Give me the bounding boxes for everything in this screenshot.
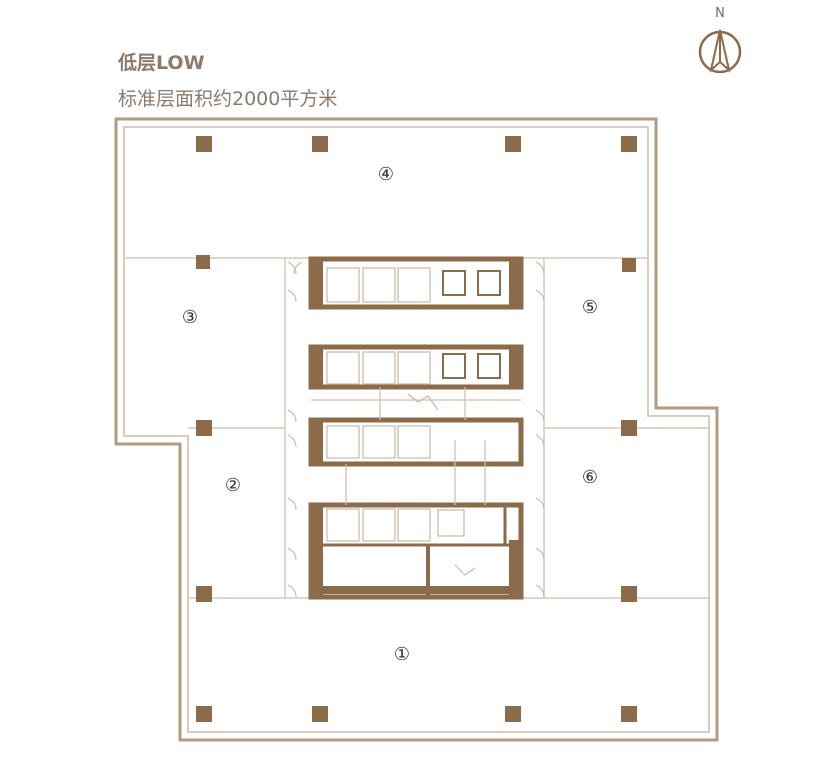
column [621, 586, 637, 602]
north-compass: N [694, 6, 746, 76]
core-wall-fill [311, 259, 323, 307]
compass-icon [698, 29, 742, 74]
core-wall-fill [311, 347, 323, 387]
page-title: 低层LOW [118, 52, 205, 74]
column [505, 706, 521, 722]
core-wall-fill [509, 540, 521, 597]
core-wall-fill [509, 347, 521, 387]
column [196, 255, 210, 269]
core-wall-fill [509, 259, 521, 307]
column [505, 136, 521, 152]
column [621, 136, 637, 152]
zone-label-3: ③ [182, 307, 198, 328]
zone-label-2: ② [225, 475, 241, 496]
compass-letter: N [715, 6, 725, 21]
column [622, 258, 636, 272]
column [196, 706, 212, 722]
building-core [308, 256, 524, 600]
building-inner-wall [123, 126, 710, 733]
column [621, 420, 637, 436]
structural-columns [196, 136, 637, 722]
zone-label-6: ⑥ [582, 467, 598, 488]
page-subtitle: 标准层面积约2000平方米 [118, 88, 338, 110]
core-wall [308, 417, 524, 467]
zone-label-5: ⑤ [582, 297, 598, 318]
core-wall [308, 256, 524, 310]
column [196, 420, 212, 436]
column [621, 706, 637, 722]
column [312, 706, 328, 722]
zone-label-1: ① [394, 644, 410, 665]
column [196, 586, 212, 602]
core-wall [308, 502, 524, 600]
column [312, 136, 328, 152]
column [196, 136, 212, 152]
door-swings [287, 261, 545, 598]
core-wall-fill [311, 505, 323, 597]
zone-label-4: ④ [378, 164, 394, 185]
building-outer-wall [114, 117, 719, 742]
core-wall-fill [311, 420, 323, 464]
